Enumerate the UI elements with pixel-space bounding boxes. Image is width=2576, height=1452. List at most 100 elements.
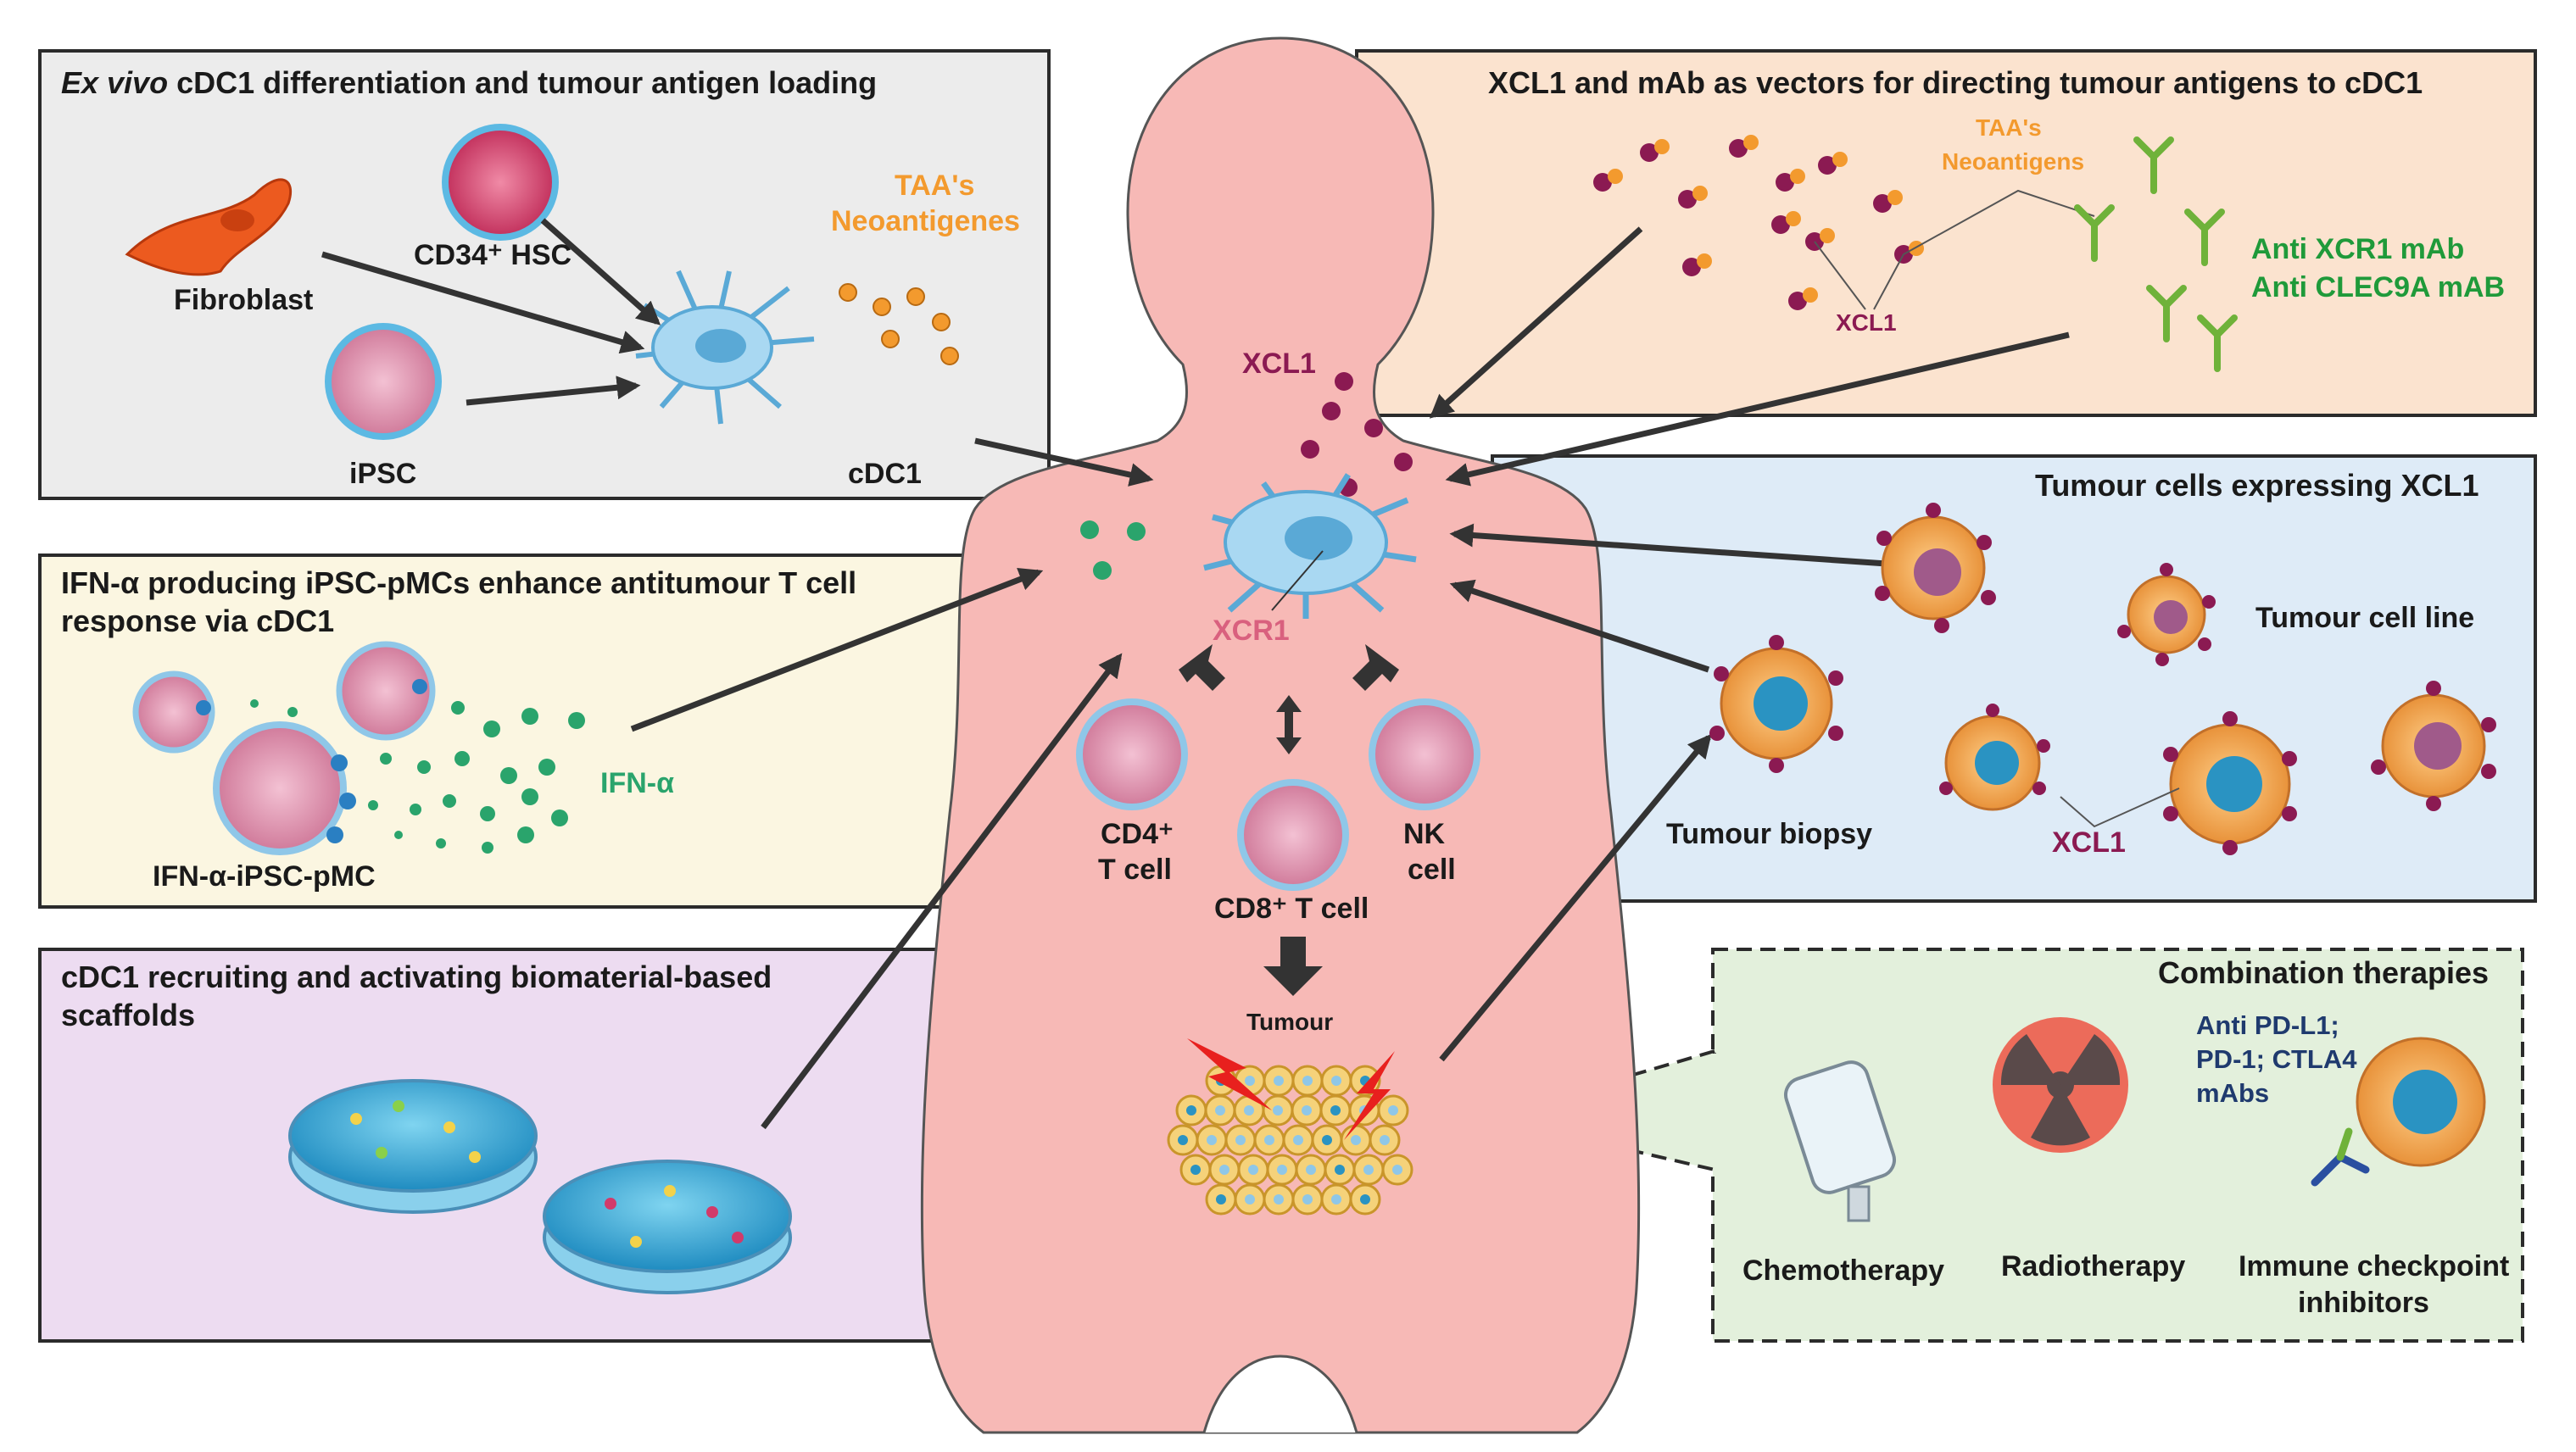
- scaffold-beads: [350, 1100, 744, 1248]
- tumour-cell-icons: [1720, 515, 2486, 845]
- tumour-mass-nucleus: [1186, 1105, 1196, 1115]
- nk-cell: [1369, 698, 1480, 810]
- xcl1-taa-label: TAA's: [1976, 114, 2042, 141]
- tumour-mass-nucleus: [1277, 1165, 1287, 1175]
- ipsc-label: iPSC: [349, 458, 416, 490]
- tumour-mass-nucleus: [1302, 1194, 1313, 1204]
- tumour-mass-nucleus: [1274, 1194, 1284, 1204]
- lightning-icon-right: [1344, 1051, 1395, 1140]
- scaffold-panel: [38, 948, 1051, 1343]
- tumour-mass-nucleus: [1235, 1135, 1246, 1145]
- checkpoint-tumour-cell-icon: [2356, 1037, 2486, 1167]
- taa-label: TAA's: [895, 170, 974, 202]
- arrow-tumour-biopsy: [1439, 733, 1712, 1062]
- arrow-ipsc-cdc1: [466, 376, 641, 406]
- cd4-t-cell: [1076, 698, 1188, 810]
- arrow-fibroblast-cdc1: [321, 251, 645, 354]
- checkpoint-mab-line3: mAbs: [2196, 1078, 2269, 1108]
- lightning-icon-left: [1187, 1038, 1272, 1110]
- anti-xcr1-label: Anti XCR1 mAb: [2251, 233, 2464, 265]
- cdc1-nucleus: [695, 329, 746, 363]
- icb-label-line2: inhibitors: [2298, 1287, 2429, 1319]
- tumour-mass: [1167, 1065, 1413, 1216]
- tumour-cells-title: Tumour cells expressing XCL1: [2035, 468, 2479, 503]
- fibroblast-cell: [125, 178, 293, 276]
- tumour-mass-nucleus: [1216, 1194, 1226, 1204]
- icb-label-line1: Immune checkpoint: [2239, 1250, 2509, 1282]
- tumour-mass-nucleus: [1215, 1105, 1225, 1115]
- fibroblast-nucleus: [220, 209, 254, 231]
- tumour-mass-nucleus: [1335, 1165, 1345, 1175]
- ipsc-pmc-label: IFN-α-iPSC-pMC: [153, 860, 376, 893]
- nk-label: NK: [1403, 818, 1446, 850]
- tumour-mass-nucleus: [1302, 1105, 1312, 1115]
- tumour-mass-nucleus: [1388, 1105, 1398, 1115]
- tumour-mass-nucleus: [1360, 1194, 1370, 1204]
- cd4-label-line2: T cell: [1098, 854, 1172, 886]
- cdc1-label: cDC1: [848, 458, 922, 490]
- mab-antibody-icons: [2074, 136, 2238, 372]
- tumour-mass-nucleus: [1331, 1194, 1341, 1204]
- ifn-dots-center: [1080, 520, 1146, 580]
- svg-text:Ex vivo cDC1 differentiation a: Ex vivo cDC1 differentiation and tumour …: [61, 65, 877, 100]
- tumour-mass-nucleus: [1331, 1076, 1341, 1086]
- arrow-hsc-cdc1: [540, 218, 661, 325]
- radiation-icon: [1993, 1017, 2128, 1153]
- fibroblast-label: Fibroblast: [174, 284, 313, 316]
- cd8-t-cell: [1237, 779, 1349, 891]
- arrow-xcl1-cdc1: [1429, 226, 1643, 419]
- tumour-cell-line-label: Tumour cell line: [2255, 602, 2474, 634]
- cd8-label: CD8⁺ T cell: [1214, 893, 1369, 925]
- arrow-ifn-cdc1: [630, 567, 1044, 732]
- tumour-mass-nucleus: [1380, 1135, 1390, 1145]
- tumour-mass-nucleus: [1248, 1165, 1258, 1175]
- tumour-label: Tumour: [1246, 1009, 1333, 1035]
- tumour-mass-nucleus: [1363, 1165, 1374, 1175]
- xcl1-mab-panel: [1355, 49, 2537, 417]
- ipsc-pmc-cell-3: [213, 721, 347, 855]
- xcl1-surface-dots: [1709, 503, 2496, 855]
- center-cdc1-nucleus: [1285, 516, 1352, 560]
- ipsc-cell: [325, 323, 442, 440]
- ipsc-pmc-cell-2: [336, 641, 436, 741]
- arrow-biopsy-cdc1: [1449, 579, 1710, 673]
- tumour-xcl1-label: XCL1: [2052, 826, 2126, 859]
- ifn-secreted-dots: [250, 699, 585, 854]
- tumour-mass-nucleus: [1274, 1076, 1284, 1086]
- tumour-mass-nucleus: [1245, 1076, 1255, 1086]
- ifn-alpha-label: IFN-α: [600, 767, 674, 799]
- scaffold-title-line2: scaffolds: [61, 998, 195, 1032]
- tumour-mass-nucleus: [1351, 1135, 1361, 1145]
- radiotherapy-label: Radiotherapy: [2001, 1250, 2185, 1282]
- antigen-dots: [839, 283, 959, 365]
- tumour-mass-nucleus: [1302, 1076, 1313, 1086]
- checkpoint-mab-line1: Anti PD-L1;: [2196, 1010, 2339, 1040]
- petri-dish-icon-2: [543, 1160, 792, 1294]
- tumour-mass-nucleus: [1245, 1194, 1255, 1204]
- checkpoint-mab-line2: PD-1; CTLA4: [2196, 1044, 2357, 1074]
- arrow-mab-cdc1: [1445, 331, 2070, 487]
- chemotherapy-label: Chemotherapy: [1742, 1255, 1944, 1287]
- tumour-mass-nucleus: [1293, 1135, 1303, 1145]
- iv-bag-icon: [1784, 1060, 1896, 1222]
- combination-title: Combination therapies: [2158, 955, 2489, 990]
- tumour-mass-nucleus: [1273, 1105, 1283, 1115]
- tumour-biopsy-label: Tumour biopsy: [1666, 818, 1872, 850]
- tumour-mass-nucleus: [1264, 1135, 1274, 1145]
- xcr1-label: XCR1: [1213, 615, 1290, 647]
- ifn-title-line1: IFN-α producing iPSC-pMCs enhance antitu…: [61, 565, 856, 600]
- down-arrow-tumour: [1263, 937, 1323, 996]
- neoantigenes-label: Neoantigenes: [831, 205, 1020, 237]
- ifn-title-line2: response via cDC1: [61, 604, 334, 638]
- tumour-mass-nucleus: [1322, 1135, 1332, 1145]
- petri-dish-icon-1: [288, 1079, 538, 1214]
- ex-vivo-title: cDC1 differentiation and tumour antigen …: [168, 65, 877, 100]
- xcl1-label-top: XCL1: [1836, 309, 1897, 336]
- tumour-mass-nucleus: [1392, 1165, 1402, 1175]
- tumour-mass-nucleus: [1306, 1165, 1316, 1175]
- tumour-mass-nucleus: [1178, 1135, 1188, 1145]
- arrow-tumourline-cdc1: [1449, 523, 1887, 567]
- ipsc-pmc-cell-1: [132, 670, 215, 754]
- xcl1-neoantigens-label: Neoantigens: [1942, 148, 2084, 175]
- ifn-receptor-icons: [196, 679, 427, 843]
